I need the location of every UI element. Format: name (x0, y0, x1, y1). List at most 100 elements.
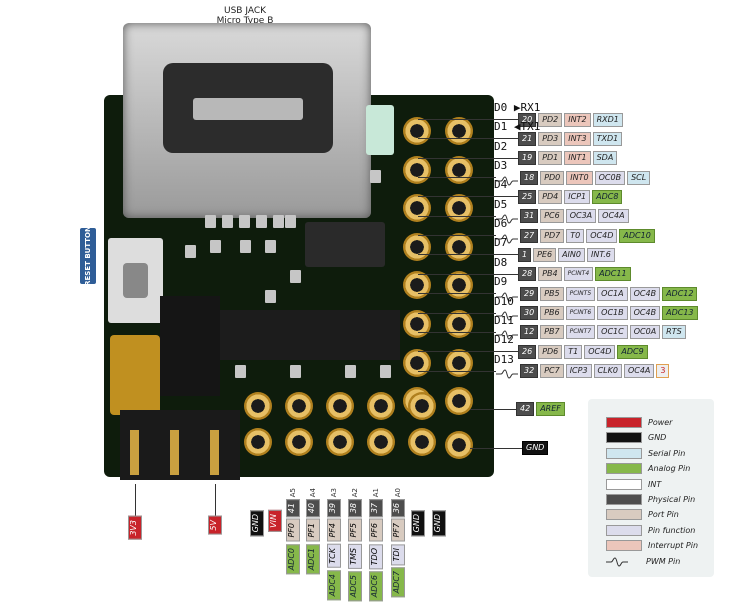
digital-pin-name: D3 (494, 159, 508, 173)
smd-part (265, 290, 276, 303)
pin-leader (418, 273, 518, 275)
pwm-wave-icon (496, 326, 518, 340)
legend-label: Power (648, 418, 673, 427)
smd-part (273, 215, 284, 228)
pin-function: TDO (369, 543, 383, 570)
smd-part (256, 215, 267, 228)
extra-pin: ADC10 (619, 228, 655, 243)
pin-function: OC4D (584, 344, 616, 359)
physical-pin: 18 (520, 170, 539, 185)
bottom-pin-3v3: 3V3 (128, 516, 142, 542)
port-pin: PE6 (533, 247, 557, 262)
extra-pin: RTS (662, 325, 686, 340)
physical-pin: 40 (306, 499, 320, 518)
legend-label: Analog Pin (648, 464, 691, 474)
usb-connector (123, 23, 371, 218)
pin-leader (418, 177, 496, 179)
bottom-pin: VIN (268, 510, 282, 534)
pin-pad (403, 194, 431, 223)
physical-pin: 38 (348, 499, 362, 518)
pin-pad (445, 117, 473, 145)
port-pin: PC6 (540, 209, 564, 224)
legend-item: Serial Pin (606, 447, 685, 459)
analog-alias: A3 (330, 488, 338, 498)
gnd-pin-label: GND (250, 510, 264, 537)
physical-pin: 20 (518, 112, 537, 127)
smd-part (370, 170, 381, 183)
digital-pin-name: D1 ◀TX1 (494, 120, 541, 134)
digital-pin-name: D10 (494, 294, 514, 308)
pcint-tag: PCINT5 (565, 286, 596, 301)
pin-leader (418, 293, 496, 295)
pin-pad (326, 392, 354, 420)
reset-button[interactable] (108, 238, 163, 323)
pin-pad (403, 232, 431, 261)
smd-part (239, 215, 250, 228)
usb-tongue (193, 98, 303, 120)
digital-pin-name: D6 (494, 217, 508, 231)
legend-item: Port Pin (606, 509, 679, 521)
bottom-pin: GND (250, 510, 264, 538)
smd-part (185, 245, 196, 258)
reset-button-cap[interactable] (123, 263, 148, 298)
analog-pin: ADC5 (348, 570, 362, 602)
pcint-tag: PCINT6 (565, 306, 596, 320)
physical-pin: 27 (520, 228, 539, 243)
pin-leader (418, 370, 496, 372)
pin-leader (418, 157, 518, 159)
pin-leader (418, 254, 518, 256)
pin-pad (244, 428, 272, 456)
legend-item: Interrupt Pin (606, 540, 698, 552)
pin-pad (285, 392, 313, 420)
pwm-wave-icon (606, 556, 640, 568)
port-pin: PF4 (327, 519, 341, 542)
gnd-right-label: GND (522, 440, 549, 455)
port-pin: PD7 (540, 228, 565, 243)
port-pin: PF5 (348, 519, 362, 542)
pin-leader (418, 312, 496, 314)
port-pin: PD2 (538, 112, 563, 127)
legend-label: Physical Pin (648, 495, 696, 504)
pin-leader (418, 215, 496, 217)
extra-pin: ADC13 (662, 306, 698, 320)
pin-pad (445, 348, 473, 377)
smd-part (285, 215, 296, 228)
legend-label: Port Pin (648, 510, 679, 520)
aref-leader (470, 409, 516, 410)
pin-leader (418, 196, 518, 198)
extra-pin: 3 (656, 364, 670, 379)
pin-pad (408, 392, 436, 420)
legend-swatch (606, 494, 642, 505)
legend-item: INT (606, 478, 662, 490)
legend-label: INT (648, 479, 662, 489)
analog-alias: A2 (351, 488, 359, 498)
pcint-tag: PCINT7 (565, 325, 596, 340)
smd-part (235, 365, 246, 378)
power-pin-label: 5V (208, 516, 222, 535)
extra-pin: RXD1 (592, 112, 623, 127)
physical-pin: 1 (518, 247, 532, 262)
pin-pad (367, 392, 395, 420)
physical-pin: 25 (518, 189, 537, 204)
pin-function: TDI (391, 543, 405, 566)
usb-jack-subtitle: Micro Type B (216, 16, 274, 26)
gnd-right-row: GND (522, 440, 550, 455)
digital-pin-name: D12 (494, 333, 514, 347)
legend-item: Power (606, 417, 672, 428)
pin-function: OC1A (597, 286, 628, 301)
pin-pad (408, 428, 436, 456)
physical-pin: 36 (391, 499, 405, 518)
pin-pad (403, 348, 431, 377)
port-pin: PB4 (538, 267, 562, 282)
